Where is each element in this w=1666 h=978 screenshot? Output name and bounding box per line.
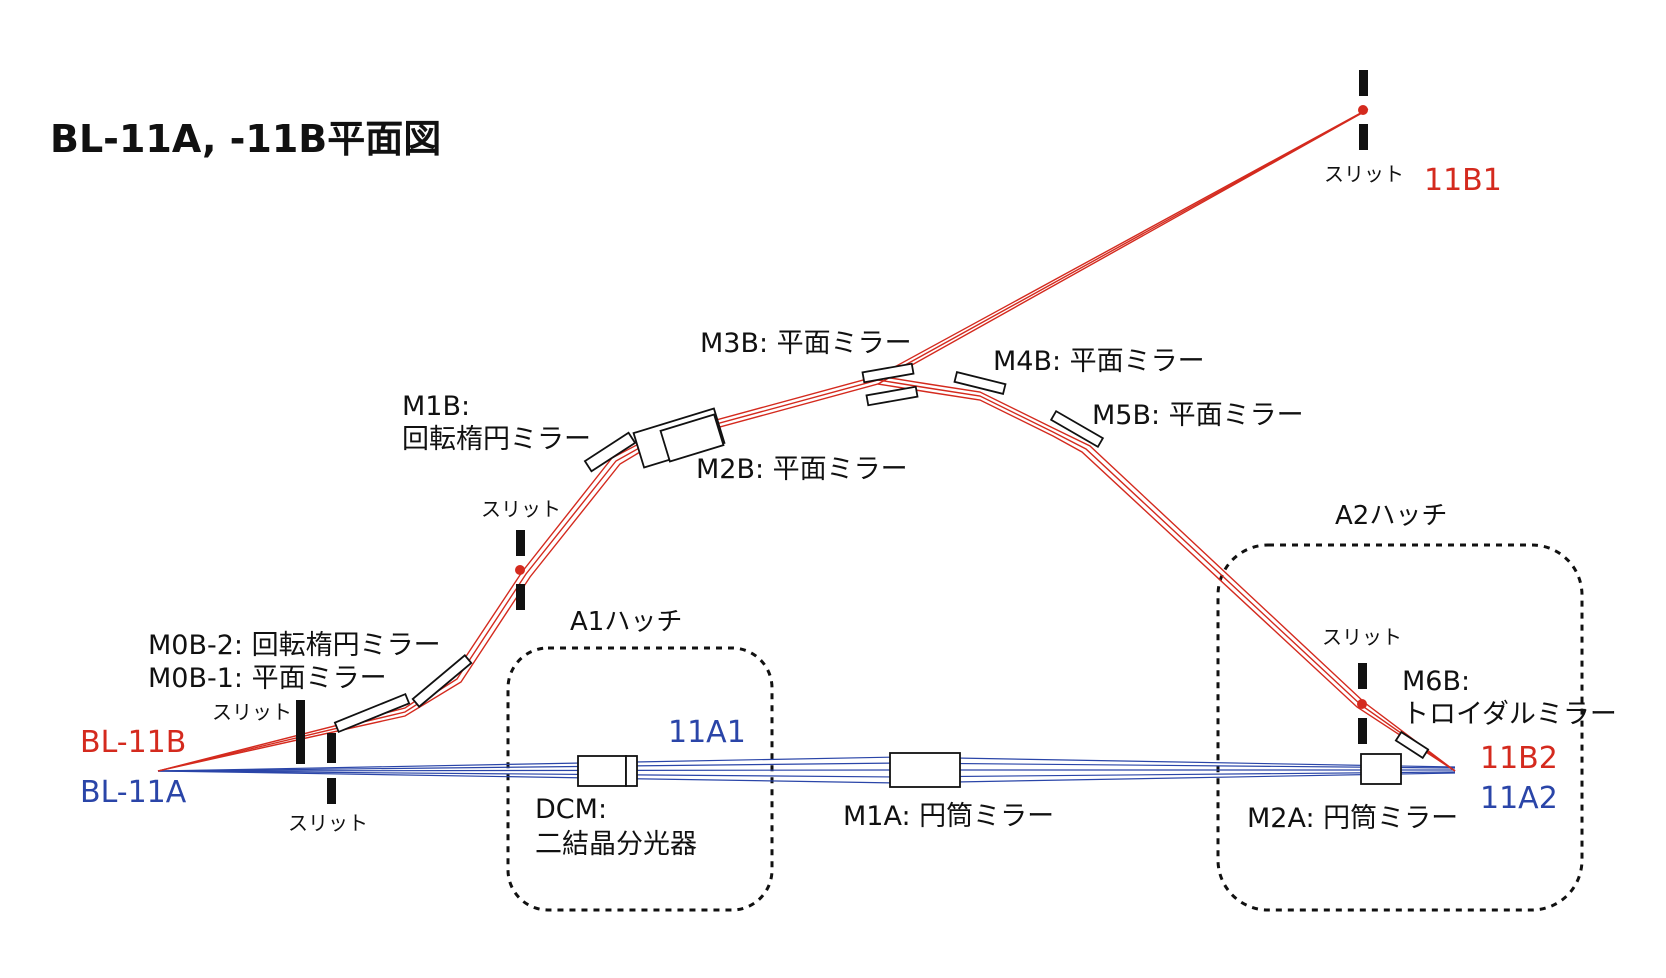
m3b-label: M3B: 平面ミラー — [700, 328, 912, 359]
m3b-mirror-lower — [865, 385, 919, 407]
m3b-mirror-upper — [861, 362, 915, 384]
bl11a-beam — [157, 756, 1456, 784]
m0b2-mirror — [411, 654, 473, 708]
m2a-label: M2A: 円筒ミラー — [1247, 803, 1458, 834]
m6b-label-type: トロイダルミラー — [1402, 699, 1617, 730]
slit-label-near-source-lower: スリット — [288, 811, 368, 835]
endstation-11a2-label: 11A2 — [1480, 781, 1558, 816]
slit-label-a2: スリット — [1322, 625, 1402, 649]
dcm-crystal-1 — [577, 755, 627, 787]
m1a-mirror — [889, 752, 961, 788]
slit-near-source — [296, 700, 336, 804]
diagram-title: BL-11A, -11B平面図 — [50, 117, 441, 161]
dcm-label-name: DCM: — [535, 794, 607, 825]
endstation-11a1-label: 11A1 — [668, 715, 746, 750]
dcm-crystal-2 — [625, 755, 638, 787]
bl11b-label: BL-11B — [80, 725, 186, 760]
m0b1-mirror — [333, 692, 411, 734]
endstation-11b1-label: 11B1 — [1424, 163, 1502, 198]
m2b-label: M2B: 平面ミラー — [696, 454, 908, 485]
m1b-mirror — [583, 431, 637, 473]
slit-a2 — [1357, 663, 1367, 744]
slit-label-m1b: スリット — [481, 497, 561, 521]
slit-label-11b1: スリット — [1324, 162, 1404, 186]
hutch-a1-box — [506, 646, 774, 912]
m2a-mirror — [1360, 753, 1402, 785]
m4b-label: M4B: 平面ミラー — [993, 346, 1205, 377]
bl11a-label: BL-11A — [80, 775, 187, 810]
endstation-11b2-label: 11B2 — [1480, 741, 1558, 776]
m2b-mirror — [659, 413, 725, 463]
m1b-label-name: M1B: — [402, 391, 470, 422]
slit-m1b — [515, 530, 525, 610]
dcm-label-type: 二結晶分光器 — [535, 829, 697, 860]
m4b-mirror — [953, 371, 1007, 395]
m6b-label-name: M6B: — [1402, 666, 1470, 697]
m6b-mirror — [1394, 730, 1430, 760]
m0b2-label: M0B-2: 回転楕円ミラー — [148, 630, 441, 661]
slit-label-near-source-upper: スリット — [212, 700, 292, 724]
m5b-label: M5B: 平面ミラー — [1092, 400, 1304, 431]
hutch-a2-box — [1216, 543, 1584, 912]
m1b-label-type: 回転楕円ミラー — [402, 424, 591, 455]
slit-11b1 — [1358, 70, 1368, 150]
hutch-a2-label: A2ハッチ — [1335, 501, 1447, 531]
m0b1-label: M0B-1: 平面ミラー — [148, 663, 387, 694]
m5b-mirror — [1049, 409, 1105, 449]
m1a-label: M1A: 円筒ミラー — [843, 801, 1054, 832]
hutch-a1-label: A1ハッチ — [570, 607, 682, 637]
